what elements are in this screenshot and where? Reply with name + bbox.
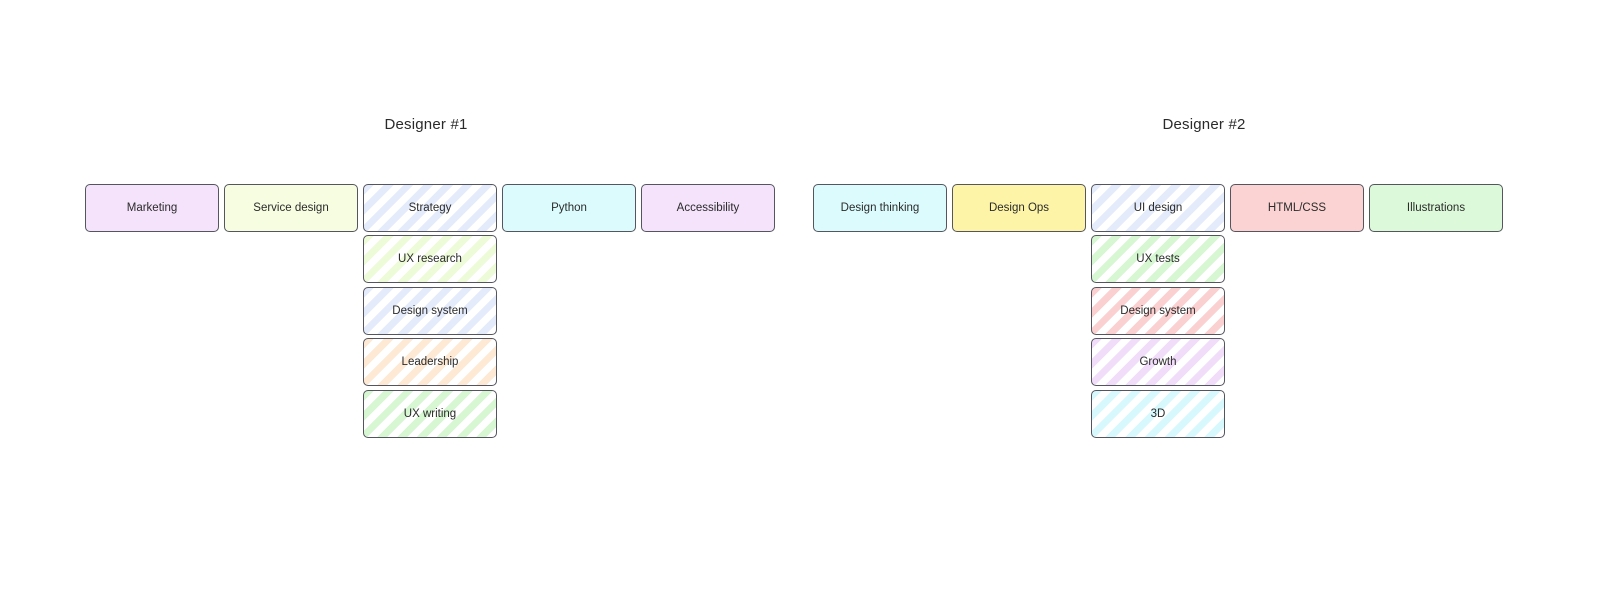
designer-2-skill-card[interactable]: HTML/CSS — [1230, 184, 1364, 232]
designer-2-depth-card[interactable]: UX tests — [1091, 235, 1225, 283]
skill-label: UX research — [398, 253, 462, 265]
designer-2-depth-card[interactable]: 3D — [1091, 390, 1225, 438]
designer-1-t-shape-card[interactable]: Strategy — [363, 184, 497, 232]
skill-label: Design thinking — [840, 202, 920, 214]
designer-1-title: Designer #1 — [384, 116, 468, 133]
skill-label: UX tests — [1136, 253, 1180, 265]
skill-label: Python — [551, 202, 587, 214]
designer-1-depth-card[interactable]: Leadership — [363, 338, 497, 386]
skill-label: Design Ops — [988, 202, 1050, 214]
skill-label: Design system — [1120, 305, 1196, 317]
skill-label: UI design — [1133, 202, 1183, 214]
skill-label: Strategy — [408, 202, 452, 214]
designer-2-skill-card[interactable]: Design thinking — [813, 184, 947, 232]
designer-2-depth-card[interactable]: Design system — [1091, 287, 1225, 335]
designer-2-title: Designer #2 — [1162, 116, 1246, 133]
designer-1-skill-card[interactable]: Accessibility — [641, 184, 775, 232]
designer-1-depth-card[interactable]: Design system — [363, 287, 497, 335]
designer-1-skill-card[interactable]: Service design — [224, 184, 358, 232]
designer-1-skill-card[interactable]: Marketing — [85, 184, 219, 232]
skill-label: Service design — [253, 202, 329, 214]
skill-label: HTML/CSS — [1267, 202, 1327, 214]
designer-2-depth-card[interactable]: Growth — [1091, 338, 1225, 386]
skill-label: Leadership — [401, 356, 459, 368]
skill-label: Illustrations — [1406, 202, 1466, 214]
skill-label: Design system — [392, 305, 468, 317]
skill-label: Accessibility — [676, 202, 740, 214]
skill-label: UX writing — [403, 408, 457, 420]
designer-2-t-shape-card[interactable]: UI design — [1091, 184, 1225, 232]
designer-1-skill-card[interactable]: Python — [502, 184, 636, 232]
skill-label: Marketing — [126, 202, 178, 214]
designer-2-skill-card[interactable]: Design Ops — [952, 184, 1086, 232]
designer-2-skill-card[interactable]: Illustrations — [1369, 184, 1503, 232]
skill-label: 3D — [1150, 408, 1166, 420]
designer-1-depth-card[interactable]: UX writing — [363, 390, 497, 438]
skill-label: Growth — [1139, 356, 1177, 368]
designer-1-depth-card[interactable]: UX research — [363, 235, 497, 283]
